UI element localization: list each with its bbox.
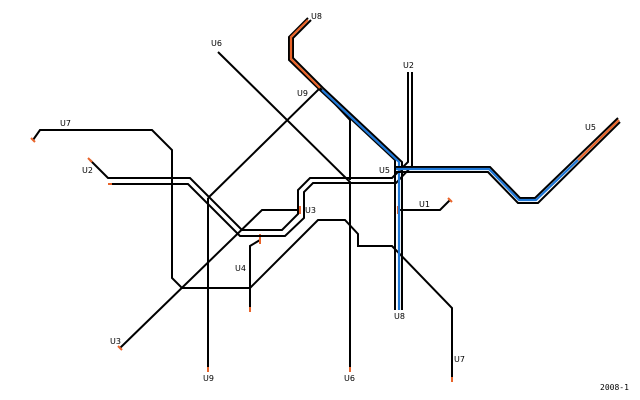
u7-track	[32, 129, 453, 380]
u3-terminus-west	[117, 345, 123, 351]
u5-track-a	[396, 117, 619, 199]
u6-label-south: U6	[344, 374, 355, 383]
u8-label-north: U8	[311, 12, 322, 21]
u2-track-a	[89, 72, 409, 231]
u5-label-east: U5	[585, 123, 596, 132]
u2-track-b	[110, 72, 413, 237]
u1-track	[398, 199, 451, 211]
u5-highlight	[396, 159, 579, 202]
u1-terminus-east	[447, 197, 453, 203]
u4-label: U4	[235, 264, 246, 273]
u8-track-a	[288, 17, 396, 310]
u6-label-north: U6	[211, 39, 222, 48]
u4-track	[249, 239, 261, 310]
u1-label: U1	[419, 200, 430, 209]
line-u8: U8 U8	[288, 12, 405, 321]
u8-north-terminus-highlight	[289, 19, 321, 89]
line-u1: U1	[397, 197, 453, 214]
u7-label-south: U7	[454, 355, 465, 364]
u2-terminus-west	[87, 157, 93, 163]
line-u4: U4	[235, 234, 261, 312]
u9-track	[207, 86, 351, 199]
u8-label-south: U8	[394, 312, 405, 321]
u7-label-west: U7	[60, 119, 71, 128]
line-u5: U5 U5	[379, 117, 621, 204]
u3-label-west: U3	[110, 337, 121, 346]
u8-highlight	[321, 89, 401, 310]
u7-terminus-west	[30, 137, 36, 143]
line-u2: U2 U2	[82, 61, 414, 237]
u5-east-terminus-highlight	[577, 119, 620, 161]
u5-track-b	[396, 121, 621, 204]
u2-label-west: U2	[82, 166, 93, 175]
u2-label-north: U2	[403, 61, 414, 70]
u3-label-east: U3	[305, 206, 316, 215]
u9-label-north: U9	[297, 89, 308, 98]
map-version-stamp: 2008-1	[600, 383, 629, 392]
line-u3: U3 U3	[110, 206, 316, 351]
u3-track	[119, 209, 300, 349]
u8-track-b	[292, 19, 403, 310]
u9-label-south: U9	[203, 374, 214, 383]
u5-label-west: U5	[379, 166, 390, 175]
line-u7: U7 U7	[30, 119, 465, 382]
